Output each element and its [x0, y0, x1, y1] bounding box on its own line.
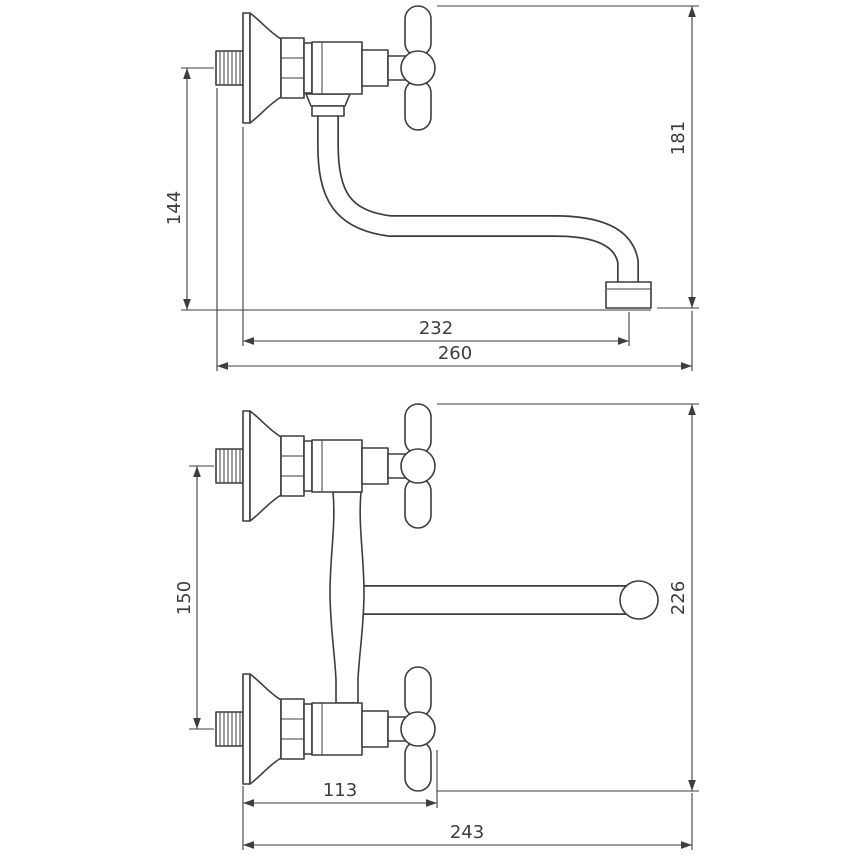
- supply-nipple: [215, 711, 244, 747]
- valve-body: [311, 439, 407, 493]
- valve-main: [311, 702, 363, 756]
- thread-hatching: [219, 51, 241, 85]
- wall-flange: [242, 12, 282, 124]
- dim-label-centre-distance: 150: [174, 581, 195, 615]
- valve-neck: [361, 710, 389, 748]
- top-faucet-drawing: 181 144 232 260: [164, 5, 699, 371]
- wall-flange: [242, 410, 282, 522]
- spout: [317, 108, 652, 309]
- top-dimensions: 181 144 232 260: [164, 5, 699, 371]
- handle-arm-top: [404, 403, 432, 455]
- valve-neck: [361, 49, 389, 87]
- nut-taper: [305, 93, 351, 107]
- thread-hatching: [219, 712, 241, 746]
- connecting-column: [329, 491, 365, 704]
- handle-hub: [400, 711, 436, 747]
- dim-label-overall-depth-bottom: 243: [450, 822, 484, 843]
- cross-handle: [400, 666, 436, 792]
- collar-ring: [303, 440, 313, 492]
- nut-ring: [311, 105, 345, 117]
- thread-hatching: [219, 449, 241, 483]
- flange-bell: [249, 12, 282, 124]
- valve-main: [311, 439, 363, 493]
- wall-flange: [242, 673, 282, 785]
- supply-nipple: [215, 448, 244, 484]
- hex-nut: [280, 698, 305, 760]
- flange-bell: [249, 410, 282, 522]
- spout-ball-end: [619, 580, 659, 620]
- valve-body: [311, 702, 407, 756]
- handle-hub: [400, 50, 436, 86]
- valve-main: [311, 41, 363, 95]
- handle-arm-top: [404, 5, 432, 57]
- cross-handle: [400, 403, 436, 529]
- straight-spout: [360, 580, 659, 620]
- dim-label-overall-depth-top: 260: [438, 343, 472, 364]
- spout-tube-inner: [318, 108, 638, 283]
- cross-handle: [400, 5, 436, 131]
- flange-wall-plate: [242, 12, 251, 124]
- bottom-dimensions: 150 226 113 243: [174, 403, 699, 850]
- valve-neck: [361, 447, 389, 485]
- hex-nut: [280, 37, 305, 99]
- spout-outlet: [605, 281, 652, 309]
- dim-label-overall-height-top: 181: [668, 121, 689, 155]
- flange-wall-plate: [242, 673, 251, 785]
- hex-nut: [280, 435, 305, 497]
- handle-arm-top: [404, 666, 432, 718]
- spout-tube-outer: [317, 108, 639, 283]
- bottom-faucet-drawing: 150 226 113 243: [174, 403, 699, 850]
- handle-arm-bottom: [404, 740, 432, 792]
- supply-nipple: [215, 50, 244, 86]
- collar-ring: [303, 703, 313, 755]
- handle-arm-bottom: [404, 477, 432, 529]
- collar-ring: [303, 42, 313, 94]
- dim-label-drop-height: 144: [164, 191, 185, 225]
- lower-valve-unit: [215, 666, 436, 792]
- hex-coupling: [280, 698, 313, 760]
- dim-label-handle-projection: 113: [323, 780, 357, 801]
- upper-valve-unit: [215, 403, 436, 529]
- hex-coupling: [280, 435, 313, 497]
- dim-label-spout-reach: 232: [419, 318, 453, 339]
- handle-hub: [400, 448, 436, 484]
- flange-bell: [249, 673, 282, 785]
- hex-coupling: [280, 37, 313, 99]
- spout-attachment-nut: [305, 93, 351, 117]
- flange-wall-plate: [242, 410, 251, 522]
- dim-label-overall-height-bottom: 226: [668, 581, 689, 615]
- handle-arm-bottom: [404, 79, 432, 131]
- valve-body: [311, 41, 407, 95]
